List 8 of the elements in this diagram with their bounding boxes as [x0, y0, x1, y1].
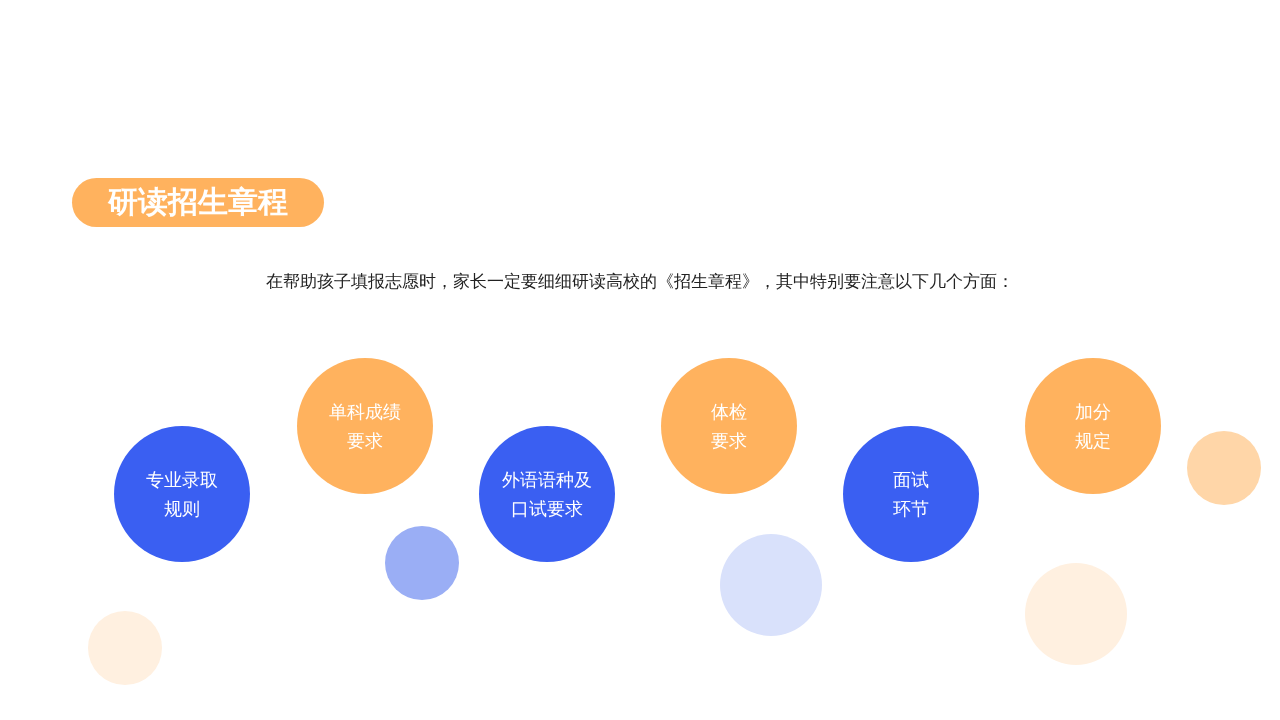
section-heading: 研读招生章程 [72, 178, 324, 227]
intro-sentence: 在帮助孩子填报志愿时，家长一定要细细研读高校的《招生章程》，其中特别要注意以下几个方面： [265, 270, 1015, 293]
topic-label: 体检要求 [710, 400, 748, 453]
topic-label: 单科成绩要求 [328, 400, 402, 453]
topic-label: 外语语种及口试要求 [501, 468, 593, 521]
topic-label: 面试环节 [892, 468, 930, 521]
topic-label: 加分规定 [1074, 400, 1112, 453]
topic-label: 专业录取规则 [145, 468, 219, 521]
